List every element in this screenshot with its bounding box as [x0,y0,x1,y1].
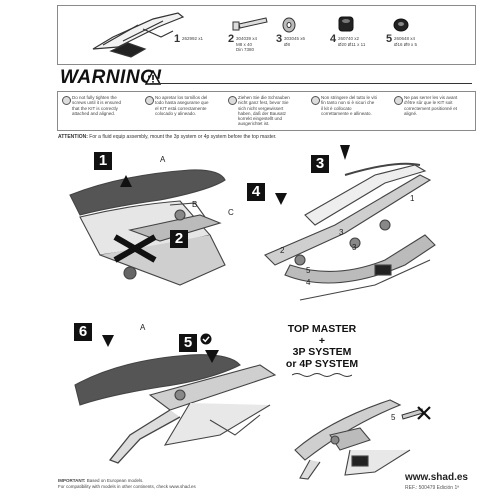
callout-4: 4 [306,278,311,287]
warning-text-it: Non stringere del tutto le viti fin tant… [321,95,377,116]
part-code: 260740 x2 Ø20 Ø11 x 11 [338,36,366,47]
wavy-divider [292,373,352,377]
callout-b: B [192,200,198,209]
warning-text-fr: Ne pas serrer les vis avant d'être sûr q… [404,95,458,116]
callout-c: C [228,208,234,217]
part-code: 303045 x6 Ø8 [284,36,306,47]
attention-note: ATTENTION: For a fluid equip assembly, m… [58,134,277,140]
rack-part-drawing [92,12,185,58]
top-master-line4: or 4P SYSTEM [285,357,359,370]
callout-a-bottom: A [140,323,146,332]
step-badge-5: 5 [179,334,197,352]
spacer-icon [338,16,354,32]
flag-fr-icon [394,96,403,105]
important-label: IMPORTANT: [58,478,86,483]
important-text: Based on European models. [86,478,144,483]
footer-note: IMPORTANT: Based on European models. For… [58,478,196,489]
callout-3b: 3 [352,243,357,252]
callout-2: 2 [280,246,285,255]
callout-a: A [160,155,166,164]
compat-text: For compatibility with models in other c… [58,483,196,489]
screw-icon [232,17,268,31]
top-master-line1: TOP MASTER [287,323,357,335]
callout-3a: 3 [339,228,344,237]
step-badge-2: 2 [170,230,188,248]
part-number: 3 [276,33,283,45]
attention-text: For a fluid equip assembly, mount the 3p… [89,134,277,140]
part-number: 5 [386,33,393,45]
callout-5: 5 [306,266,311,275]
part-number: 1 [174,33,181,45]
screw-crossed-icon [401,406,431,420]
step-badge-3: 3 [311,155,329,173]
washer-icon [282,17,296,33]
warning-divider [150,83,472,84]
parts-box: 1 262992 x1 2 304039 x4 M8 x 40 Din 7380… [57,5,476,65]
flag-en-icon [62,96,71,105]
warning-text-de: Ziehen Sie die Schrauben nicht ganz fest… [238,95,290,127]
callout-1: 1 [410,194,415,203]
flag-es-icon [145,96,154,105]
top-master-line3: 3P SYSTEM [292,346,352,358]
illustration-seat-reinstall [74,335,277,464]
part-number: 4 [330,33,337,45]
step-badge-4: 4 [247,183,265,201]
part-number: 2 [228,33,235,45]
warning-triangle-icon [145,70,161,85]
check-icon [200,333,212,345]
warning-cell: Do not fully tighten the screws until it… [60,94,140,128]
top-master-label: TOP MASTER + 3P SYSTEM or 4P SYSTEM [272,323,372,370]
top-master-line2: + [318,334,326,347]
warning-cell: Ne pas serrer les vis avant d'être sûr q… [392,94,472,128]
warning-box: Do not fully tighten the screws until it… [57,91,476,131]
warning-text-es: No apretar los tornillos del todo hasta … [155,95,209,116]
washer-icon [393,18,409,32]
illustration-rack-assembly [264,145,436,301]
callout-5b: 5 [391,413,396,422]
illustration-seat-removal [69,169,226,286]
part-code: 260648 x4 Ø16 Ø9 x 5 [394,36,418,47]
step-badge-1: 1 [94,152,112,170]
attention-label: ATTENTION: [58,134,88,140]
website-link[interactable]: www.shad.es [405,472,468,483]
step-badge-6: 6 [74,323,92,341]
warning-title: WARNING! [60,67,163,88]
warning-cell: Non stringere del tutto le viti fin tant… [309,94,389,128]
illustration-top-master [294,399,411,480]
part-code: 304039 x4 M8 x 40 Din 7380 [236,36,258,52]
flag-de-icon [228,96,237,105]
warning-text-en: Do not fully tighten the screws until it… [72,95,122,116]
flag-it-icon [311,96,320,105]
warning-cell: Ziehen Sie die Schrauben nicht ganz fest… [226,94,306,128]
reference-number: REF.: 500479 Edición 1ª [405,485,460,491]
part-code: 262992 x1 [182,36,204,41]
warning-cell: No apretar los tornillos del todo hasta … [143,94,223,128]
